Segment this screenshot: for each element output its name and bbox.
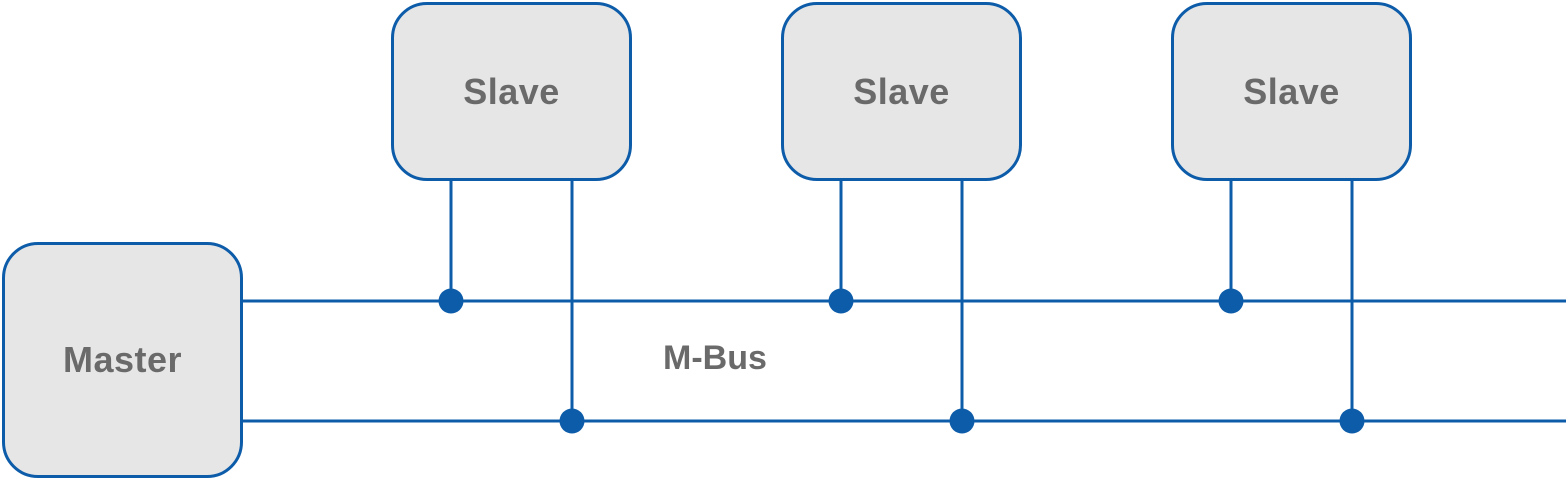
node-slave-1: Slave bbox=[391, 2, 632, 181]
bus-label: M-Bus bbox=[663, 339, 767, 377]
junction-dot bbox=[559, 408, 585, 434]
junction-dot bbox=[828, 288, 854, 314]
node-slave-2-label: Slave bbox=[853, 70, 950, 112]
junction-dot bbox=[1218, 288, 1244, 314]
node-slave-3: Slave bbox=[1171, 2, 1412, 181]
node-slave-3-label: Slave bbox=[1243, 70, 1340, 112]
node-slave-1-label: Slave bbox=[463, 70, 560, 112]
node-master: Master bbox=[2, 242, 243, 478]
node-slave-2: Slave bbox=[781, 2, 1022, 181]
node-master-label: Master bbox=[62, 339, 183, 380]
junction-dot bbox=[1339, 408, 1365, 434]
junction-dot bbox=[438, 288, 464, 314]
junction-dot bbox=[949, 408, 975, 434]
